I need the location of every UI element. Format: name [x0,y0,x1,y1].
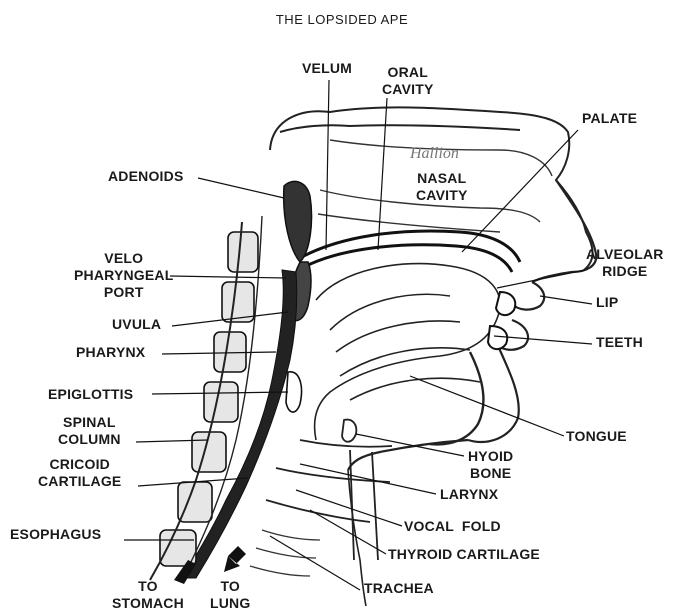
label-nasal-cavity: NASAL CAVITY [416,170,468,204]
spinal-column-vertebrae [160,232,258,566]
artist-signature: Hallion [409,145,459,162]
label-cricoid-cartilage: CRICOID CARTILAGE [38,456,121,490]
label-thyroid-cartilage: THYROID CARTILAGE [388,546,540,563]
label-to-stomach: TO STOMACH [112,578,184,612]
label-tongue: TONGUE [566,428,627,445]
teeth-shapes [488,292,515,349]
leader-adenoids [198,178,284,198]
leader-teeth [494,336,592,344]
label-palate: PALATE [582,110,637,127]
mandible [430,352,484,444]
label-hyoid-bone: HYOID BONE [468,448,513,482]
label-vocal-fold: VOCAL FOLD [404,518,501,535]
label-adenoids: ADENOIDS [108,168,184,185]
label-oral-cavity: ORAL CAVITY [382,64,434,98]
adenoids-shape [284,181,312,262]
leader-larynx [300,464,436,494]
label-velopharyngeal-port: VELO PHARYNGEAL PORT [74,250,174,301]
label-pharynx: PHARYNX [76,344,145,361]
larynx-structures [266,420,392,560]
trachea-rings [250,530,320,576]
label-teeth: TEETH [596,334,643,351]
leader-tongue [410,376,564,436]
leader-palate [462,130,578,252]
leader-velum [326,80,329,250]
face-profile [348,180,596,470]
arrow-to-lung [224,546,246,572]
tongue-shape [315,264,500,440]
label-spinal-column: SPINAL COLUMN [58,414,121,448]
label-lip: LIP [596,294,618,311]
label-alveolar-ridge: ALVEOLAR RIDGE [586,246,664,280]
label-esophagus: ESOPHAGUS [10,526,101,543]
label-uvula: UVULA [112,316,161,333]
leader-velopharyngeal-port [170,276,286,278]
label-velum: VELUM [302,60,352,77]
leader-lip [540,296,592,304]
label-to-lung: TO LUNG [210,578,250,612]
leader-oral-cavity [378,98,387,250]
epiglottis-shape [286,372,302,412]
palate-velum [300,231,520,272]
leader-alveolar-ridge [497,270,585,288]
label-larynx: LARYNX [440,486,498,503]
label-epiglottis: EPIGLOTTIS [48,386,133,403]
leader-trachea [270,536,360,590]
leader-vocal-fold [296,490,402,526]
label-trachea: TRACHEA [364,580,434,597]
